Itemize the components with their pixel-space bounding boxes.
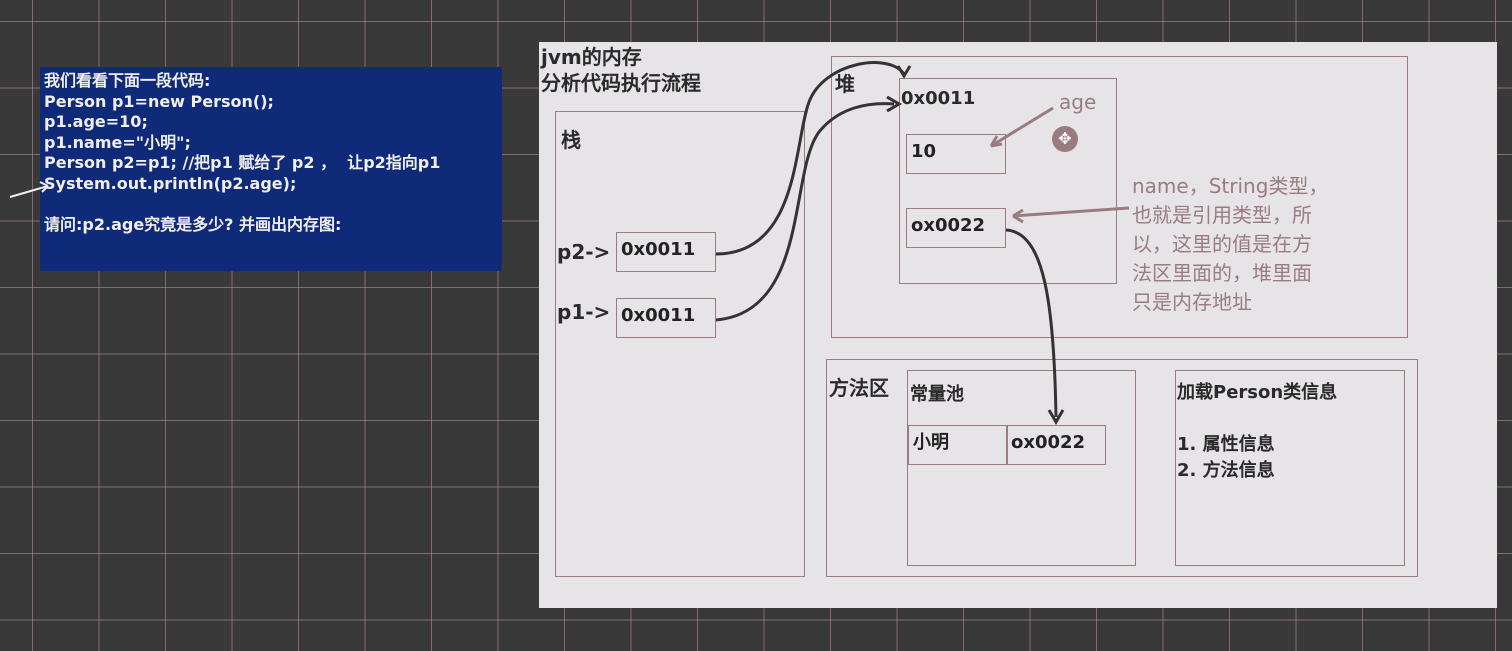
code-line: 我们看看下面一段代码: [44,71,211,90]
diagram-title: jvm的内存分析代码执行流程 [541,45,701,95]
age-annotation: age [1059,90,1097,114]
stack-area [555,111,805,577]
method-area-label: 方法区 [829,376,889,400]
heap-object [899,78,1117,284]
name-field: ox0022 [906,208,1006,248]
stack-cell-p1: 0x0011 [616,298,716,338]
object-address: 0x0011 [901,88,976,109]
move-handle-icon[interactable]: ✥ [1052,126,1078,152]
age-field: 10 [906,134,1006,174]
constant-value: 小明 [908,425,1008,465]
stack-label: 栈 [561,128,581,152]
code-line: Person p1=new Person(); [44,91,274,111]
name-note: name，String类型，也就是引用类型，所以，这里的值是在方法区里面的，堆里… [1132,174,1329,314]
diagram-canvas: jvm的内存分析代码执行流程 栈 p2-> 0x0011 p1-> 0x0011… [539,42,1497,608]
stack-cell-p2: 0x0011 [616,232,716,272]
code-line: 请问:p2.age究竟是多少? 并画出内存图: [44,214,342,234]
code-line: p1.age=10; [44,112,148,131]
code-line: Person p2=p1; //把p1 赋给了 p2 ， 让p2指向p1 [44,153,441,172]
reference-arrows [715,61,1130,425]
code-line: p1.name="小明"; [44,132,191,152]
method-area [826,359,1418,577]
stack-var-p2: p2-> [557,240,611,264]
constant-pool [907,370,1136,566]
constant-pool-label: 常量池 [910,384,964,405]
code-line: System.out.println(p2.age); [44,173,297,193]
heap-area [831,56,1408,338]
constant-address: ox0022 [1006,425,1106,465]
heap-label: 堆 [835,72,855,96]
stack-var-p1: p1-> [557,300,611,324]
class-info-box [1175,370,1405,566]
code-panel: 我们看看下面一段代码:Person p1=new Person();p1.age… [40,67,502,271]
